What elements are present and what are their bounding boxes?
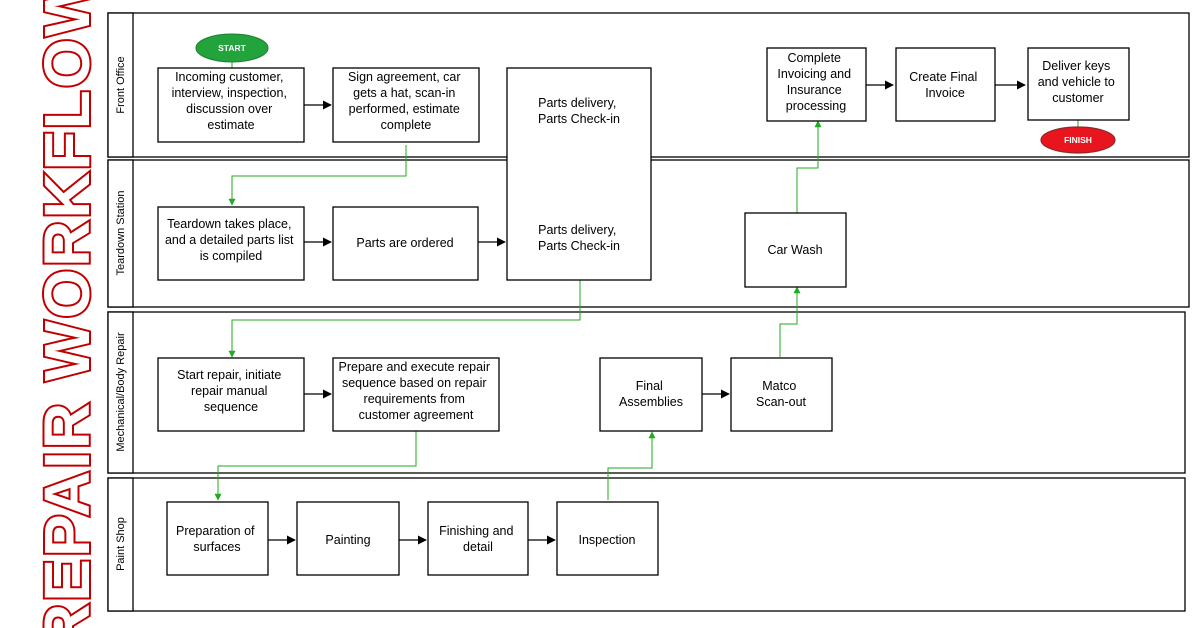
step-line: Complete	[788, 51, 842, 65]
step-line: requirements from	[364, 392, 465, 406]
svg-text:Parts delivery, Parts Ch: Parts delivery, Parts Check-in	[538, 223, 620, 253]
step-create-final-invoice: Create Final Invoice	[895, 47, 996, 122]
step-line: Preparation of	[176, 524, 255, 538]
arrow-inspection-to-assemblies	[607, 431, 656, 500]
svg-text:Create Final Invoice: Create Final Invoice	[909, 70, 981, 100]
start-terminal: START	[195, 33, 269, 63]
step-line: Parts Check-in	[538, 239, 620, 253]
svg-text:Matco Scan-out: Matco Scan-out	[756, 379, 807, 409]
arrow-prepare-to-prep-surfaces	[214, 431, 417, 501]
step-line: Scan-out	[756, 395, 807, 409]
step-start-repair: Start repair, initiate repair manual seq…	[157, 357, 305, 432]
svg-text:Preparation of surfaces: Preparation of surfaces	[176, 524, 258, 554]
start-label: START	[218, 43, 247, 53]
step-line: Start repair, initiate	[177, 368, 281, 382]
step-line: surfaces	[193, 540, 240, 554]
step-line: and vehicle to	[1038, 75, 1115, 89]
step-sign-agreement: Sign agreement, car gets a hat, scan-in …	[332, 67, 480, 143]
svg-text:Prepare and execute repair: Prepare and execute repair sequence base…	[339, 360, 494, 422]
step-line: estimate	[207, 118, 254, 132]
step-final-assemblies: Final Assemblies	[599, 357, 703, 432]
svg-text:Start repair, initiate r: Start repair, initiate repair manual seq…	[177, 368, 285, 414]
step-preparation-of-surfaces: Preparation of surfaces	[166, 501, 269, 576]
step-car-wash: Car Wash	[744, 212, 847, 288]
finish-label: FINISH	[1064, 135, 1092, 145]
step-line: is compiled	[200, 249, 263, 263]
step-line: Create Final	[909, 70, 977, 84]
svg-text:Final Assemblies: Final Assemblies	[619, 379, 683, 409]
step-line: processing	[786, 99, 846, 113]
step-line: detail	[463, 540, 493, 554]
step-incoming-customer: Incoming customer, interview, inspection…	[157, 67, 305, 143]
step-line: Finishing and	[439, 524, 513, 538]
step-line: Final	[636, 379, 663, 393]
step-prepare-execute: Prepare and execute repair sequence base…	[332, 357, 500, 432]
svg-text:Teardown takes place, an: Teardown takes place, and a detailed par…	[165, 217, 297, 263]
diagram-title: REPAIR WORKFLOW	[31, 0, 103, 628]
svg-text:Complete Invoicing and: Complete Invoicing and Insurance process…	[777, 51, 854, 113]
lane-label-front-office: Front Office	[115, 56, 127, 113]
arrow-matco-to-car-wash	[779, 286, 801, 357]
step-line: Incoming customer,	[175, 70, 283, 84]
svg-text:Incoming customer, inter: Incoming customer, interview, inspection…	[172, 70, 291, 132]
step-line: Sign agreement, car	[348, 70, 461, 84]
step-line: Prepare and execute repair	[339, 360, 490, 374]
step-line: Insurance	[787, 83, 842, 97]
step-line: interview, inspection,	[172, 86, 287, 100]
black-connectors	[268, 80, 1026, 545]
step-parts-ordered: Parts are ordered	[332, 206, 479, 281]
step-line: Matco	[762, 379, 796, 393]
lane-label-mechanical-body-repair: Mechanical/Body Repair	[115, 332, 127, 452]
lane-label-paint-shop: Paint Shop	[115, 517, 127, 571]
step-line: performed, estimate	[349, 102, 460, 116]
step-line: repair manual	[191, 384, 267, 398]
step-line: Car Wash	[767, 243, 822, 257]
step-complete-invoicing: Complete Invoicing and Insurance process…	[766, 47, 867, 122]
svg-text:Deliver keys and vehicle: Deliver keys and vehicle to customer	[1038, 59, 1119, 105]
step-painting: Painting	[296, 501, 400, 576]
finish-terminal: FINISH	[1040, 126, 1116, 154]
step-line: and a detailed parts list	[165, 233, 294, 247]
step-inspection: Inspection	[556, 501, 659, 576]
step-deliver-keys: Deliver keys and vehicle to customer	[1027, 47, 1130, 121]
green-connectors	[214, 62, 1079, 501]
step-matco-scan-out: Matco Scan-out	[730, 357, 833, 432]
step-line: complete	[381, 118, 432, 132]
arrow-sign-to-teardown	[228, 145, 407, 206]
step-line: Parts are ordered	[356, 236, 453, 250]
step-line: sequence	[204, 400, 258, 414]
svg-text:Parts delivery, Parts Ch: Parts delivery, Parts Check-in	[538, 96, 620, 126]
lane-label-teardown-station: Teardown Station	[115, 191, 127, 276]
svg-text:Finishing and detail: Finishing and detail	[439, 524, 517, 554]
step-parts-delivery-tall: Parts delivery, Parts Check-in Parts del…	[506, 67, 652, 281]
arrow-car-wash-to-invoicing	[796, 120, 822, 213]
step-line: customer agreement	[359, 408, 474, 422]
step-line: Parts Check-in	[538, 112, 620, 126]
step-line: Inspection	[579, 533, 636, 547]
step-line: Assemblies	[619, 395, 683, 409]
step-line: customer	[1052, 91, 1103, 105]
step-line: Invoicing and	[777, 67, 851, 81]
step-line: discussion over	[186, 102, 272, 116]
step-line: Deliver keys	[1042, 59, 1110, 73]
step-teardown: Teardown takes place, and a detailed par…	[157, 206, 305, 281]
step-line: Painting	[325, 533, 370, 547]
step-line: Invoice	[925, 86, 965, 100]
step-finishing-detail: Finishing and detail	[427, 501, 529, 576]
step-line: Teardown takes place,	[167, 217, 291, 231]
step-line: Parts delivery,	[538, 96, 616, 110]
step-line: gets a hat, scan-in	[353, 86, 455, 100]
step-line: sequence based on repair	[342, 376, 487, 390]
step-line: Parts delivery,	[538, 223, 616, 237]
svg-text:Sign agreement, car gets: Sign agreement, car gets a hat, scan-in …	[348, 70, 464, 132]
arrow-parts-to-start-repair	[228, 280, 581, 358]
